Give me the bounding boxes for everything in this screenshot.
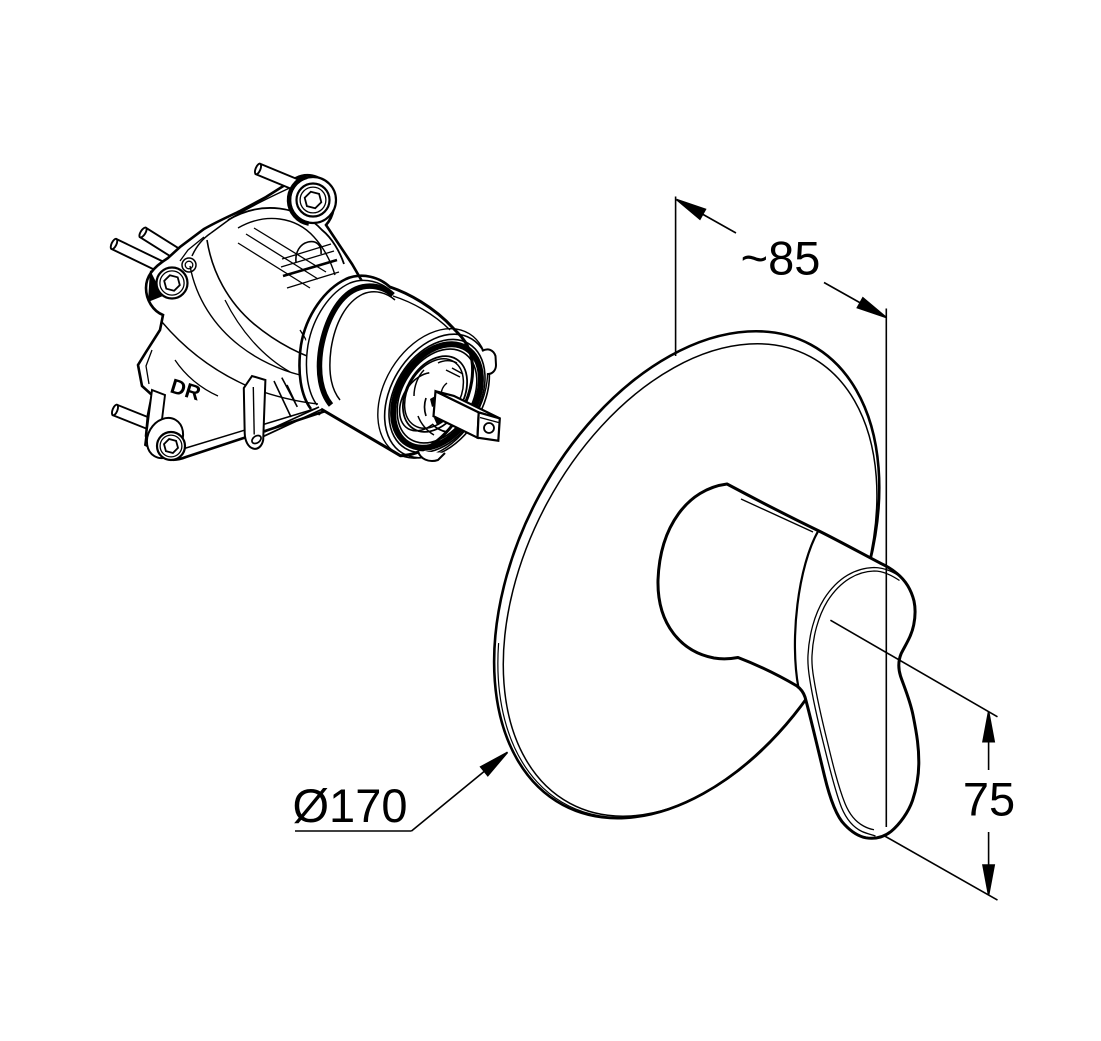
svg-text:Ø170: Ø170 (293, 779, 408, 832)
svg-text:~85: ~85 (741, 232, 821, 285)
svg-text:75: 75 (963, 773, 1015, 826)
